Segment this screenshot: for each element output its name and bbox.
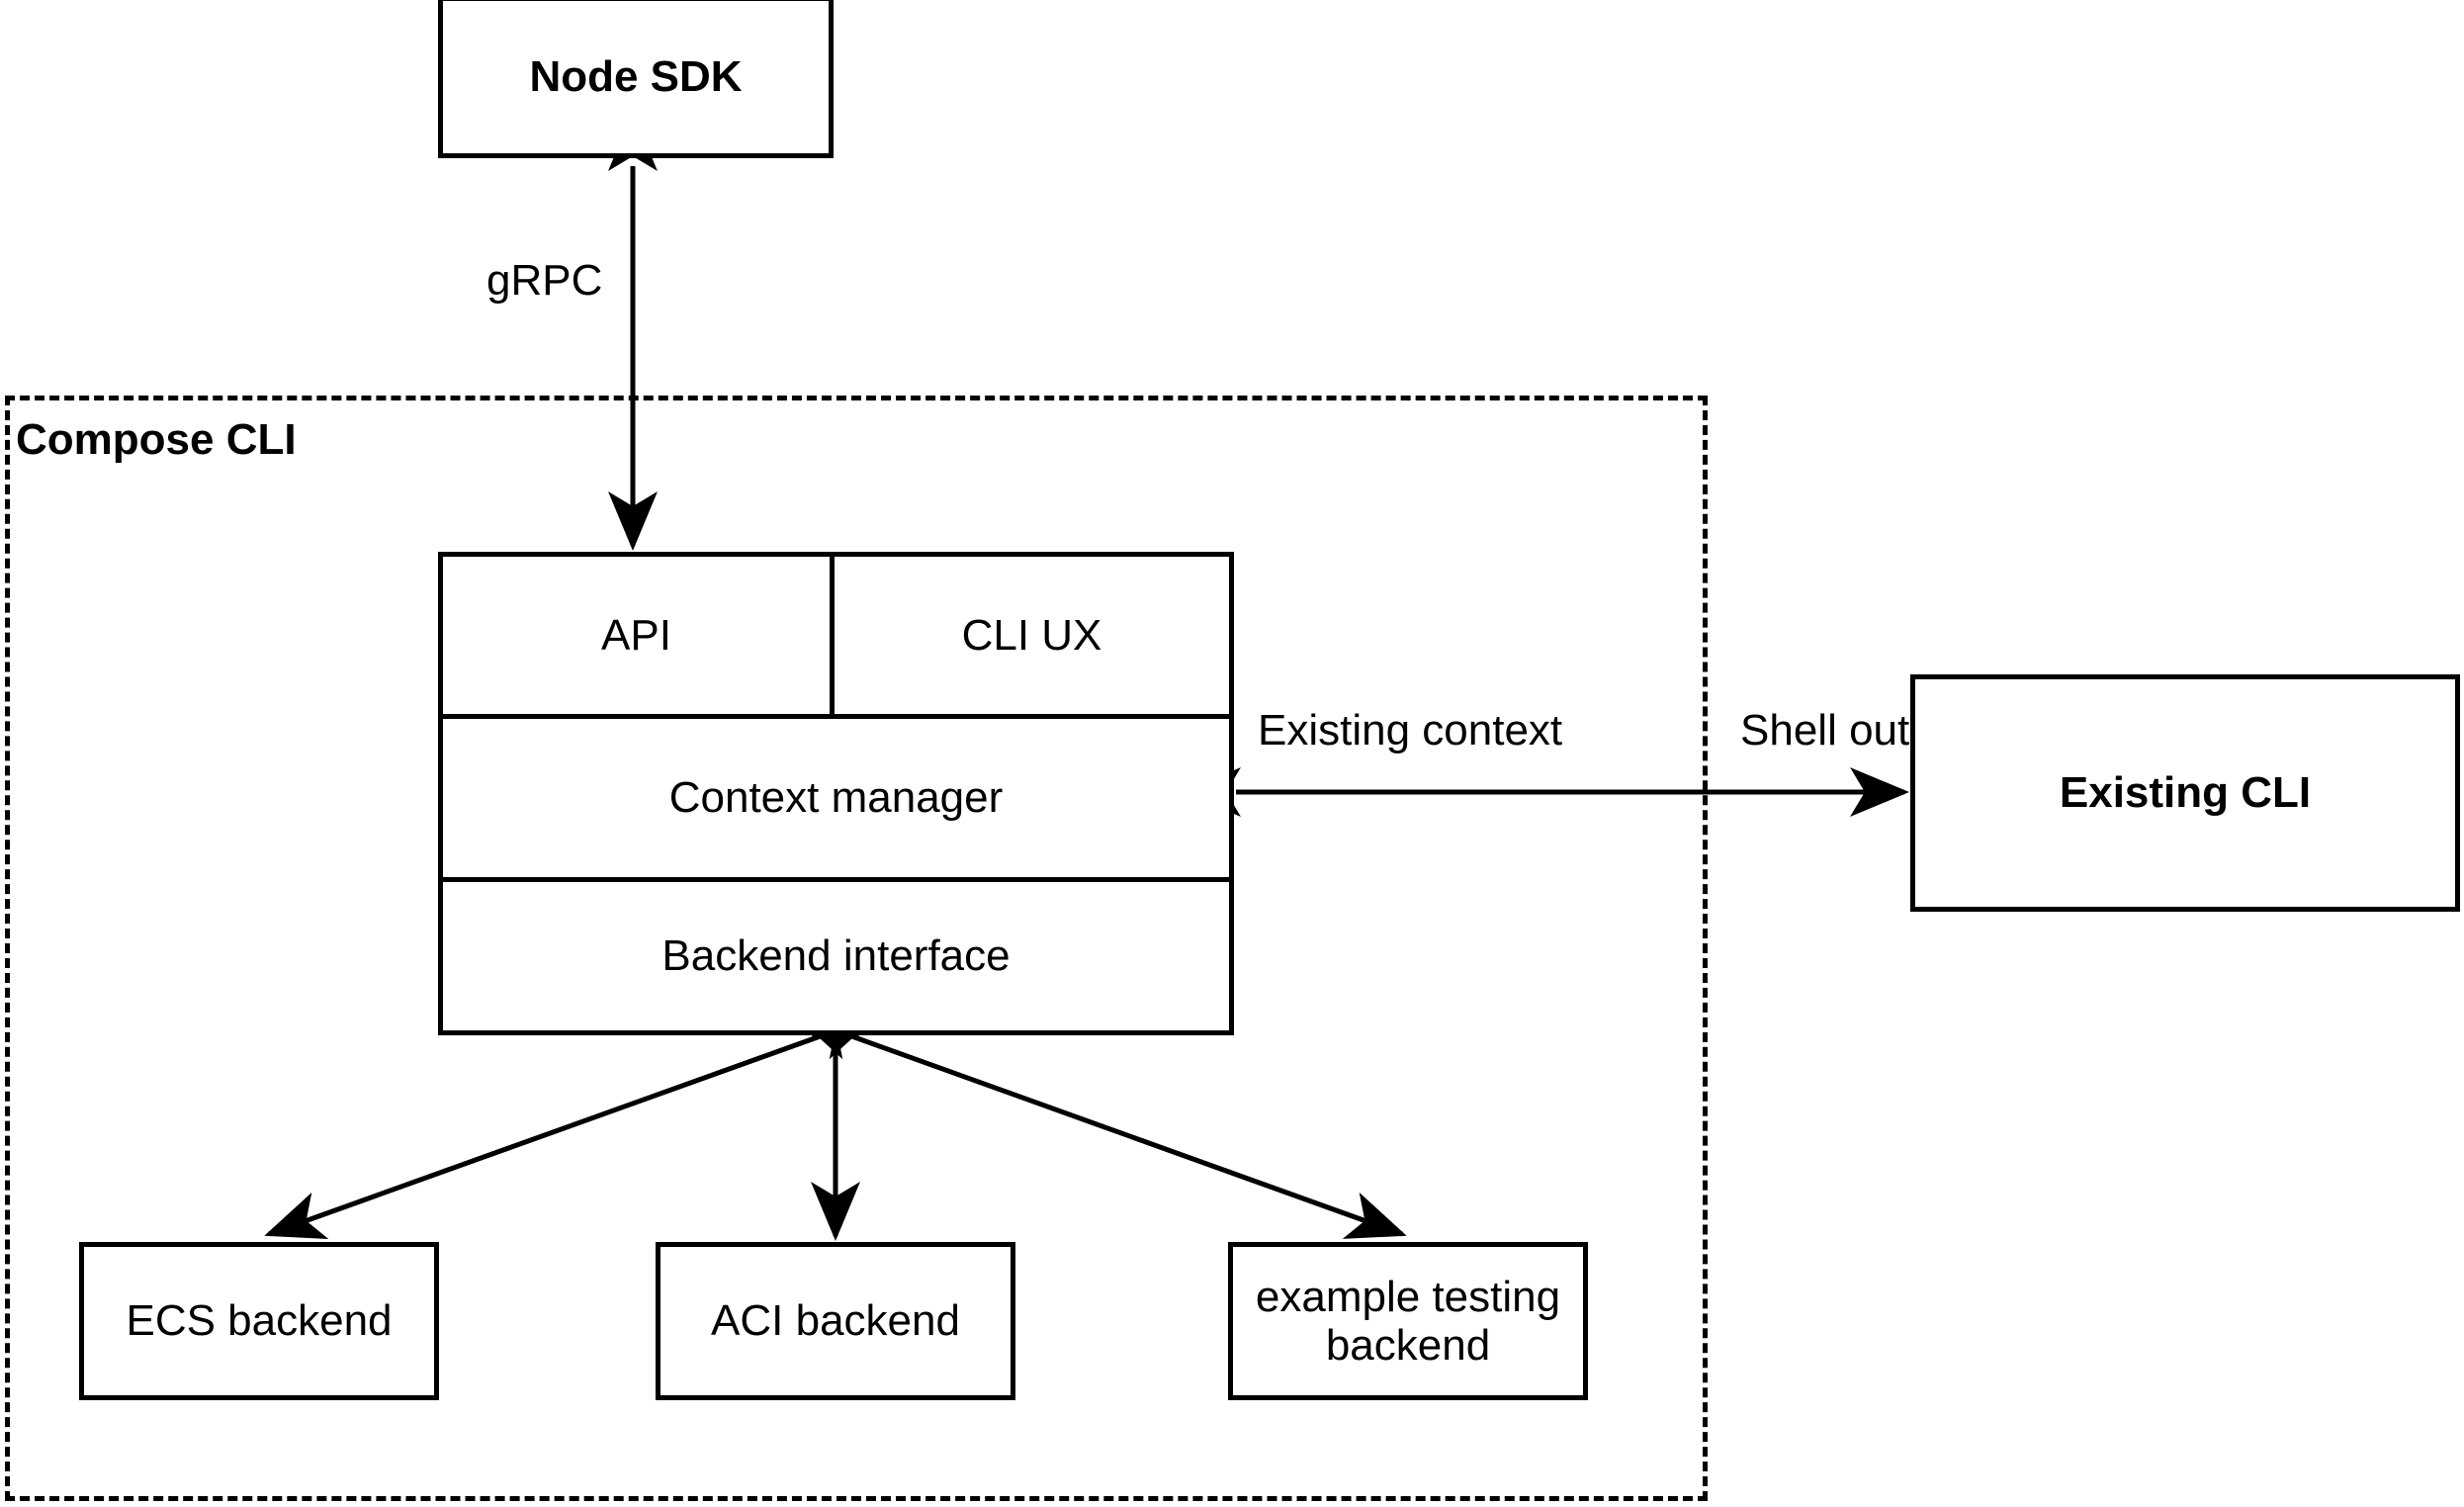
edge-label-grpc: gRPC — [486, 256, 603, 305]
stack-cell-api[interactable]: API — [443, 557, 835, 714]
stack-row-backend-interface: Backend interface — [443, 882, 1229, 1030]
node-example-testing-backend[interactable]: example testing backend — [1228, 1242, 1588, 1400]
stack-row-context-manager: Context manager — [443, 719, 1229, 882]
node-ecs-backend-label: ECS backend — [126, 1296, 393, 1346]
node-ecs-backend[interactable]: ECS backend — [79, 1242, 439, 1400]
stack-cell-cli-ux[interactable]: CLI UX — [961, 610, 1102, 660]
node-aci-backend-label: ACI backend — [711, 1296, 960, 1346]
group-compose-cli-label: Compose CLI — [16, 415, 297, 465]
edge-label-existing-context: Existing context — [1258, 706, 1563, 754]
group-compose-cli — [5, 396, 1708, 1501]
stack-cell-backend-interface[interactable]: Backend interface — [661, 931, 1011, 980]
stack-cell-context-manager[interactable]: Context manager — [668, 773, 1004, 822]
node-existing-cli[interactable]: Existing CLI — [1910, 674, 2460, 912]
stack-row-api-cliux: API CLI UX — [443, 557, 1229, 719]
node-node-sdk-label: Node SDK — [529, 52, 743, 102]
edge-backend-ecs — [264, 1013, 877, 1239]
node-aci-backend[interactable]: ACI backend — [656, 1242, 1015, 1400]
edge-backend-example-testing — [795, 1013, 1407, 1239]
compose-cli-stack: API CLI UX Context manager Backend inter… — [438, 552, 1234, 1035]
node-node-sdk[interactable]: Node SDK — [438, 0, 834, 158]
node-example-testing-backend-label: example testing backend — [1255, 1272, 1561, 1370]
node-existing-cli-label: Existing CLI — [2059, 768, 2312, 818]
edge-label-shell-out: Shell out — [1740, 706, 1910, 754]
